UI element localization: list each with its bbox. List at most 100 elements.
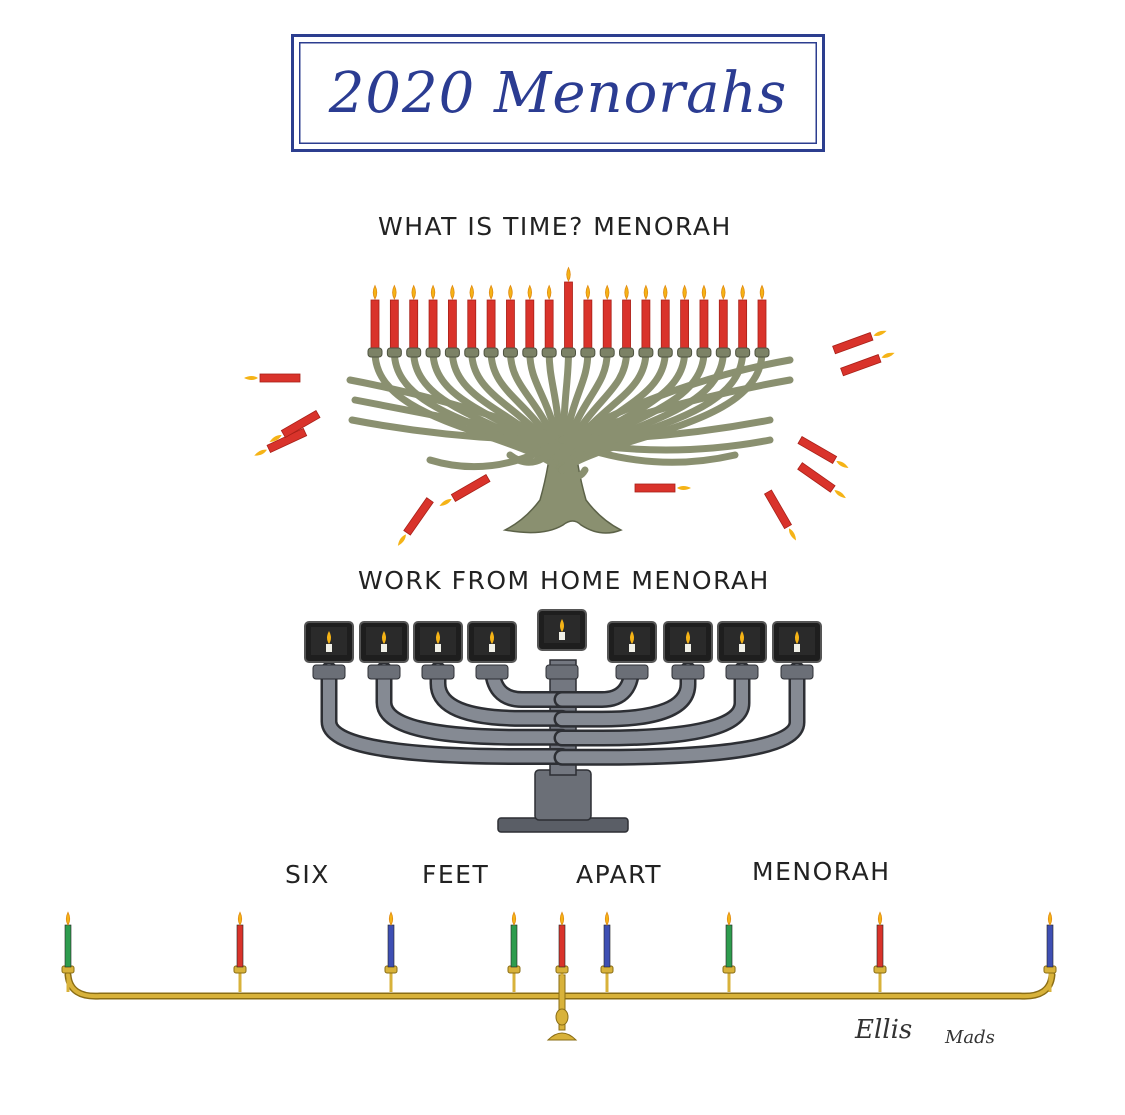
candle: [486, 299, 496, 353]
caption-six: SIX: [285, 860, 330, 889]
page-title: 2020 Menorahs: [328, 60, 788, 126]
candle: [564, 281, 573, 353]
menorah-arm: [556, 664, 748, 744]
menorah-branch: [348, 416, 566, 444]
candle-cup: [754, 347, 770, 358]
candle: [370, 299, 380, 353]
caption-menorah: MENORAH: [752, 857, 891, 886]
candle-cup: [638, 347, 654, 358]
candle: [280, 409, 321, 439]
candle: [763, 489, 793, 530]
flame-icon: [411, 284, 416, 300]
flame-icon: [237, 911, 243, 926]
candle-cup: [421, 664, 455, 680]
flame-icon: [392, 284, 397, 300]
candle-cup: [312, 664, 346, 680]
flame-icon: [834, 490, 846, 499]
candle: [259, 373, 301, 383]
flame-icon: [740, 284, 745, 300]
caption-feet: FEET: [422, 860, 490, 889]
caption-work-from-home: WORK FROM HOME MENORAH: [358, 566, 770, 595]
flame-icon: [388, 911, 394, 926]
menorah-arm: [323, 664, 568, 763]
candle: [680, 299, 689, 353]
menorah-branch: [558, 436, 774, 454]
flame-icon: [721, 284, 726, 300]
candle-cup: [545, 664, 579, 680]
candle-cup: [619, 347, 635, 358]
flame-icon: [382, 631, 386, 644]
flame-icon: [677, 486, 691, 490]
candle: [326, 644, 332, 652]
side-candle: [254, 427, 308, 456]
candle: [699, 299, 709, 353]
flame-icon: [605, 284, 610, 300]
candle-cup: [464, 347, 480, 358]
flame-icon: [560, 619, 564, 632]
flame-icon: [469, 284, 474, 300]
candle-cup: [475, 664, 509, 680]
flame-icon: [511, 911, 517, 926]
flame-icon: [439, 498, 452, 506]
candle-blue: [603, 924, 611, 968]
flame-icon: [759, 284, 765, 300]
candle: [629, 644, 635, 652]
flame-icon: [566, 266, 571, 282]
candle: [559, 632, 565, 640]
flame-icon: [643, 284, 649, 300]
menorah-knob: [555, 1008, 569, 1026]
candle-cup: [502, 347, 518, 358]
menorah-branch: [351, 396, 566, 444]
flame-icon: [490, 631, 494, 644]
candle-cup: [580, 347, 596, 358]
candle: [718, 299, 728, 353]
candle: [409, 299, 419, 353]
candle: [757, 299, 767, 353]
flame-icon: [65, 911, 71, 926]
candle-cup: [541, 347, 557, 358]
candle: [467, 299, 477, 353]
candle: [739, 644, 745, 652]
menorah-branch: [558, 348, 766, 474]
side-candle: [634, 483, 691, 493]
candle: [797, 435, 838, 465]
candle: [794, 644, 800, 652]
candle: [403, 497, 434, 536]
signature-second: Mads: [945, 1027, 995, 1048]
menorah-arm: [432, 664, 568, 725]
candle-cup: [386, 347, 402, 358]
candle: [544, 299, 554, 353]
menorah-arm: [378, 664, 568, 744]
candle-red: [558, 924, 566, 968]
menorah-stem-base: [534, 769, 592, 821]
flame-icon: [488, 284, 494, 300]
flame-icon: [244, 376, 258, 380]
menorah-base: [546, 1032, 578, 1041]
side-candle: [840, 352, 895, 377]
title-box: 2020 Menorahs: [291, 34, 825, 152]
candle-cup: [671, 664, 705, 680]
flame-icon: [663, 284, 668, 300]
flame-icon: [546, 284, 552, 300]
candle: [525, 299, 535, 353]
flame-icon: [372, 284, 378, 300]
flame-icon: [436, 631, 440, 644]
candle: [489, 644, 495, 652]
candle: [797, 462, 836, 493]
flame-icon: [740, 631, 744, 644]
candle: [660, 299, 670, 353]
candle-cup: [735, 347, 751, 358]
candle: [447, 299, 457, 353]
candle-red: [876, 924, 884, 968]
candle: [634, 483, 676, 493]
flame-icon: [624, 284, 629, 300]
candle-cup: [444, 347, 460, 358]
flame-icon: [873, 330, 887, 336]
side-candle: [397, 497, 434, 546]
flame-icon: [881, 352, 895, 358]
candle-cup: [367, 347, 383, 358]
flame-icon: [686, 631, 690, 644]
flame-icon: [430, 284, 436, 300]
flame-icon: [269, 434, 282, 442]
menorah-branch: [558, 436, 739, 466]
